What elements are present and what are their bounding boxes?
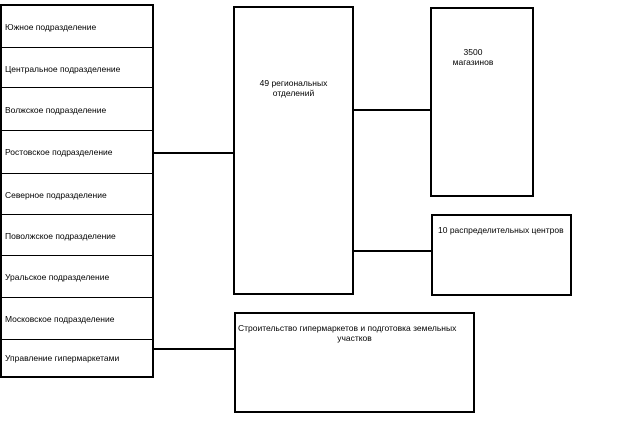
division-separator xyxy=(2,214,152,215)
connector-divisions-to-regional xyxy=(154,152,234,154)
division-volga: Волжское подразделение xyxy=(2,88,152,132)
division-label: Управление гипермаркетами xyxy=(5,353,120,363)
stores-count: 3500 xyxy=(463,47,483,57)
division-separator xyxy=(2,339,152,340)
construction-label-line2: участков xyxy=(337,333,372,343)
regional-offices-label-line2: отделений xyxy=(272,88,315,98)
division-rostov: Ростовское подразделение xyxy=(2,131,152,173)
division-label: Центральное подразделение xyxy=(5,63,121,74)
division-label: Волжское подразделение xyxy=(5,105,107,115)
division-separator xyxy=(2,297,152,298)
division-label: Ростовское подразделение xyxy=(5,147,113,157)
divisions-list: Южное подразделение Центральное подразде… xyxy=(0,4,154,378)
connector-hypermarkets-to-construction xyxy=(154,348,235,350)
division-central: Центральное подразделение xyxy=(2,48,152,89)
construction-box: Строительство гипермаркетов и подготовка… xyxy=(234,312,475,413)
stores-box: 3500 магазинов xyxy=(430,7,534,197)
construction-label-line1: Строительство гипермаркетов и подготовка… xyxy=(238,323,457,333)
division-label: Московское подразделение xyxy=(5,313,115,324)
division-label: Уральское подразделение xyxy=(5,272,110,282)
division-separator xyxy=(2,130,152,131)
regional-offices-label-line1: 49 региональных xyxy=(259,78,328,88)
distribution-centers-label: 10 распределительных центров xyxy=(438,225,564,235)
division-moscow: Московское подразделение xyxy=(2,298,152,339)
division-separator xyxy=(2,47,152,48)
division-south: Южное подразделение xyxy=(2,6,152,47)
division-ural: Уральское подразделение xyxy=(2,256,152,298)
distribution-centers-box: 10 распределительных центров xyxy=(431,214,572,296)
division-label: Северное подразделение xyxy=(5,189,107,200)
stores-label: магазинов xyxy=(452,57,494,67)
division-hypermarkets: Управление гипермаркетами xyxy=(2,340,152,376)
division-separator xyxy=(2,87,152,88)
division-label: Южное подразделение xyxy=(5,21,97,32)
division-povolzhye: Поволжское подразделение xyxy=(2,215,152,256)
connector-regional-to-stores xyxy=(354,109,431,111)
division-label: Поволжское подразделение xyxy=(5,230,116,241)
regional-offices-box: 49 региональных отделений xyxy=(233,6,354,295)
division-north: Северное подразделение xyxy=(2,174,152,215)
division-separator xyxy=(2,173,152,174)
division-separator xyxy=(2,255,152,256)
connector-regional-to-distribution xyxy=(354,250,432,252)
